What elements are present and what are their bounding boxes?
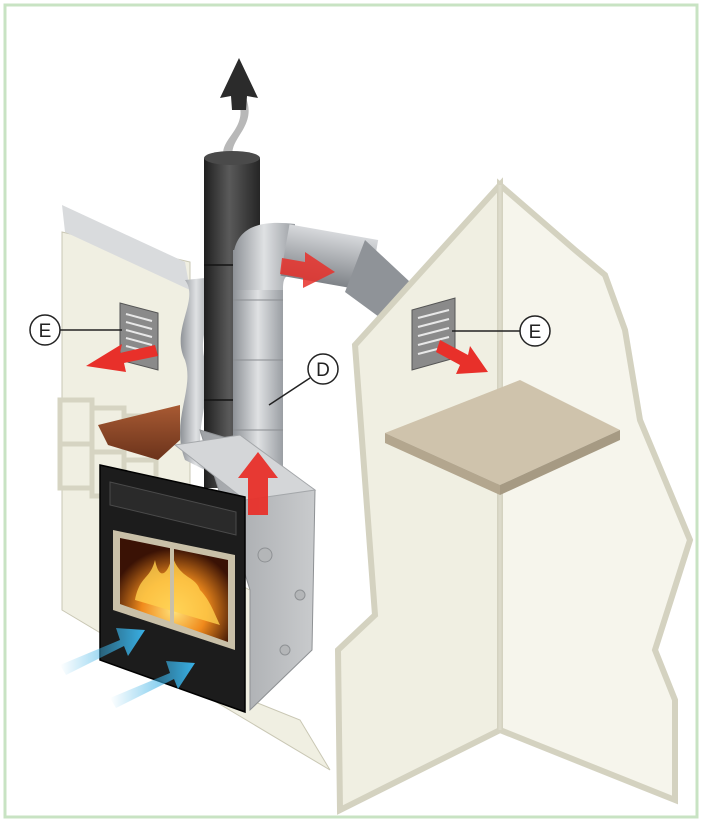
callout-label: E xyxy=(529,322,542,343)
callout-d: D xyxy=(268,353,339,406)
fireplace-insert xyxy=(99,429,317,714)
fire-door xyxy=(113,530,235,650)
wall-vent-grille xyxy=(411,297,456,371)
smoke-exhaust-arrow xyxy=(220,58,258,160)
callout-label: E xyxy=(39,321,52,342)
shelf-board xyxy=(385,380,620,495)
wall-top-rail xyxy=(62,205,190,290)
mantel-shelf xyxy=(98,405,180,460)
cool-air-intake-arrow xyxy=(60,628,195,708)
callout-e-left: E xyxy=(29,314,122,346)
callout-label: D xyxy=(316,360,330,381)
warm-air-arrow xyxy=(86,252,488,515)
callout-e-right: E xyxy=(452,315,551,347)
